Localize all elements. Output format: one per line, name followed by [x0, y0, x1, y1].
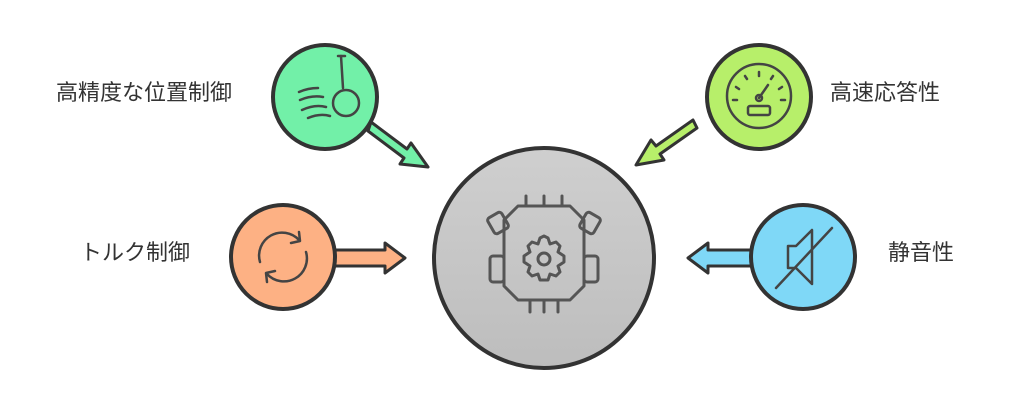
torque-node [229, 203, 337, 311]
rotate-arrows-icon [257, 230, 309, 284]
arrow-precision-to-center [366, 120, 430, 169]
center-node [432, 146, 656, 370]
mute-speaker-icon [774, 226, 834, 290]
label-speed: 高速応答性 [830, 81, 941, 106]
pendulum-icon [297, 54, 361, 120]
motor-gear-icon [486, 194, 602, 314]
label-torque: トルク制御 [80, 241, 191, 266]
speedometer-icon [725, 62, 793, 130]
label-precision: 高精度な位置制御 [56, 81, 233, 106]
arrow-speed-to-center [634, 118, 699, 167]
speed-node [705, 43, 813, 151]
precision-node [271, 43, 379, 151]
quiet-node [749, 203, 857, 311]
label-quiet: 静音性 [888, 241, 955, 266]
arrow-torque-to-center [331, 241, 407, 275]
